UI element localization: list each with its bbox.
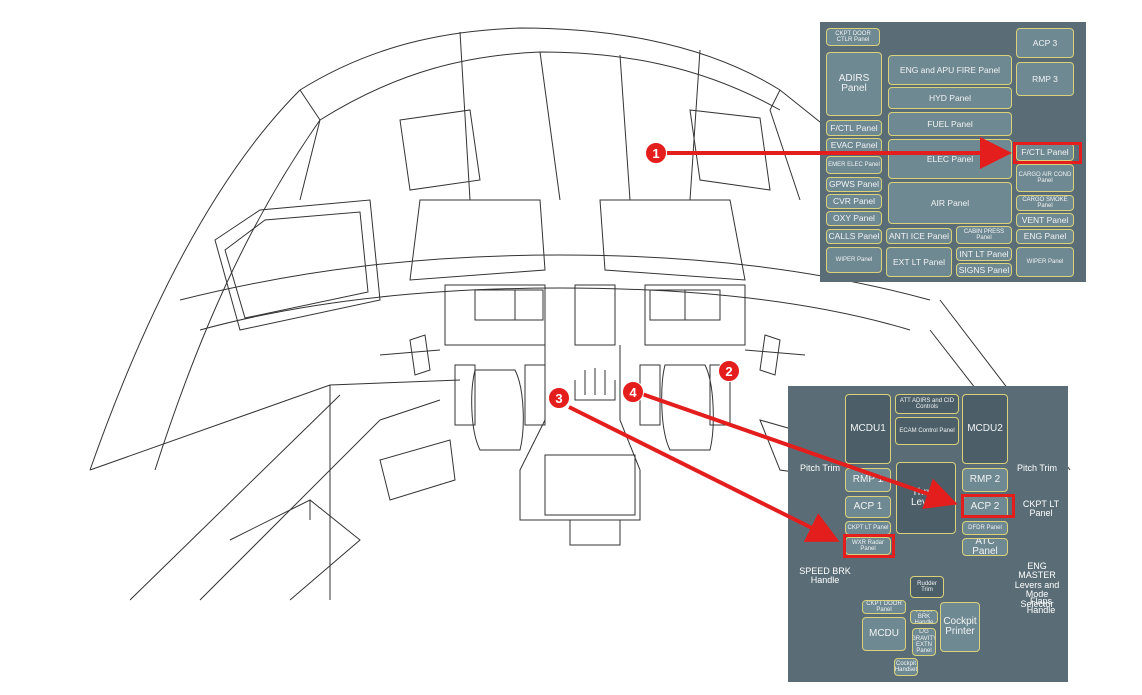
elec-panel[interactable]: ELEC Panel	[888, 139, 1012, 179]
rmp1-panel[interactable]: RMP 1	[845, 468, 891, 492]
rudder-trim[interactable]: Rudder Trim	[910, 576, 944, 598]
hyd-panel[interactable]: HYD Panel	[888, 87, 1012, 109]
mcdu2[interactable]: MCDU2	[962, 394, 1008, 464]
oxy-panel[interactable]: OXY Panel	[826, 211, 882, 226]
callout-badge-4: 4	[622, 381, 644, 403]
adirs-panel[interactable]: ADIRS Panel	[826, 52, 882, 116]
eng-apu-fire-panel[interactable]: ENG and APU FIRE Panel	[888, 55, 1012, 85]
wiper-panel-right[interactable]: WIPER Panel	[1016, 247, 1074, 277]
cockpit-printer[interactable]: Cockpit Printer	[940, 602, 980, 652]
cargo-air-cond-panel[interactable]: CARGO AIR COND Panel	[1016, 164, 1074, 192]
cabin-press-panel[interactable]: CABIN PRESS Panel	[956, 226, 1012, 244]
vent-panel[interactable]: VENT Panel	[1016, 213, 1074, 227]
park-brk-handle[interactable]: PARK BRK Handle	[910, 610, 938, 624]
cvr-panel[interactable]: CVR Panel	[826, 194, 882, 209]
thrust-levers[interactable]: Thrust Levers	[896, 462, 956, 534]
dfdr-panel[interactable]: DFDR Panel	[962, 521, 1008, 535]
flaps-handle-label: Flaps Handle	[1026, 596, 1056, 616]
ckpt-lt-panel-label: CKPT LT Panel	[1022, 499, 1060, 519]
callout-badge-1: 1	[645, 142, 667, 164]
signs-panel[interactable]: SIGNS Panel	[956, 263, 1012, 277]
evac-panel[interactable]: EVAC Panel	[826, 138, 882, 153]
speed-brk-handle-label: SPEED BRK Handle	[799, 566, 851, 586]
ext-lt-panel[interactable]: EXT LT Panel	[886, 247, 952, 277]
emer-elec-panel[interactable]: EMER ELEC Panel	[826, 156, 882, 174]
ckpt-door-ctlr-panel[interactable]: CKPT DOOR CTLR Panel	[826, 28, 880, 46]
air-panel[interactable]: AIR Panel	[888, 182, 1012, 224]
callout-badge-3: 3	[548, 387, 570, 409]
mcdu1[interactable]: MCDU1	[845, 394, 891, 464]
eng-panel[interactable]: ENG Panel	[1016, 229, 1074, 244]
eng-master-label: ENG MASTER Levers and Mode Selector	[1014, 561, 1060, 609]
rmp2-panel[interactable]: RMP 2	[962, 468, 1008, 492]
atc-panel[interactable]: ATC Panel	[962, 538, 1008, 556]
fctl-panel-left[interactable]: F/CTL Panel	[826, 120, 882, 136]
ckpt-lt-panel[interactable]: CKPT LT Panel	[845, 521, 891, 535]
calls-panel[interactable]: CALLS Panel	[826, 229, 882, 244]
cockpit-handset[interactable]: Cockpit Handset	[894, 658, 918, 676]
acp1-panel[interactable]: ACP 1	[845, 496, 891, 518]
att-adirs-cid-controls[interactable]: ATT ADIRS and CID Controls	[895, 394, 959, 414]
highlight-fctl-panel	[1013, 142, 1082, 164]
gpws-panel[interactable]: GPWS Panel	[826, 177, 882, 192]
lg-gravity-extn-panel[interactable]: L/G GRAVITY EXTN Panel	[912, 628, 936, 656]
highlight-acp2	[961, 494, 1015, 518]
int-lt-panel[interactable]: INT LT Panel	[956, 247, 1012, 261]
wxr-radar-panel[interactable]: WXR Radar Panel	[845, 537, 891, 555]
wiper-panel-left[interactable]: WIPER Panel	[826, 247, 882, 273]
ecam-control-panel[interactable]: ECAM Control Panel	[895, 417, 959, 445]
ckpt-door-panel[interactable]: CKPT DOOR Panel	[862, 600, 906, 614]
callout-badge-2: 2	[718, 360, 740, 382]
anti-ice-panel[interactable]: ANTI ICE Panel	[886, 228, 952, 244]
acp3-panel[interactable]: ACP 3	[1016, 28, 1074, 58]
pitch-trim-label-right: Pitch Trim	[1016, 463, 1057, 473]
highlight-wxr-radar	[843, 534, 895, 558]
mcdu-3[interactable]: MCDU	[862, 617, 906, 651]
pitch-trim-label-left: Pitch Trim	[799, 463, 840, 473]
rmp3-panel[interactable]: RMP 3	[1016, 62, 1074, 96]
cargo-smoke-panel[interactable]: CARGO SMOKE Panel	[1016, 195, 1074, 211]
fuel-panel[interactable]: FUEL Panel	[888, 112, 1012, 136]
